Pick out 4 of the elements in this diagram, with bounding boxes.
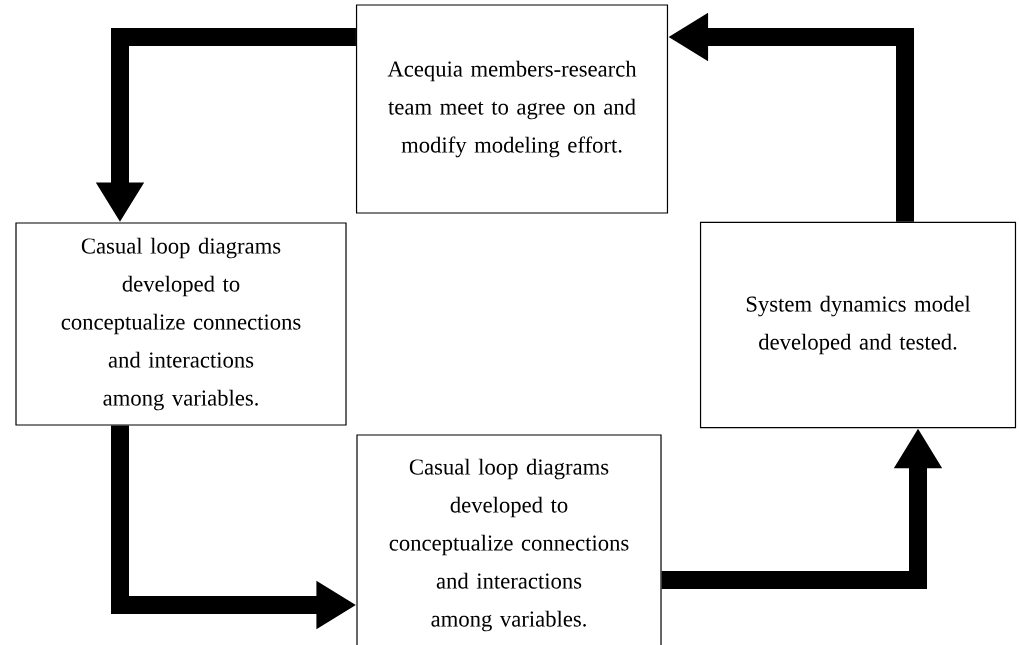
process-box: Casual loop diagrams developed to conceptualize connections and interactions among variables.: [356, 434, 662, 645]
process-box: Acequia members-research team meet to agree on and modify modeling effort.: [355, 4, 669, 214]
process-box: Casual loop diagrams developed to conceptualize connections and interactions among variables.: [15, 222, 347, 426]
process-box: System dynamics model developed and tested.: [699, 221, 1017, 429]
